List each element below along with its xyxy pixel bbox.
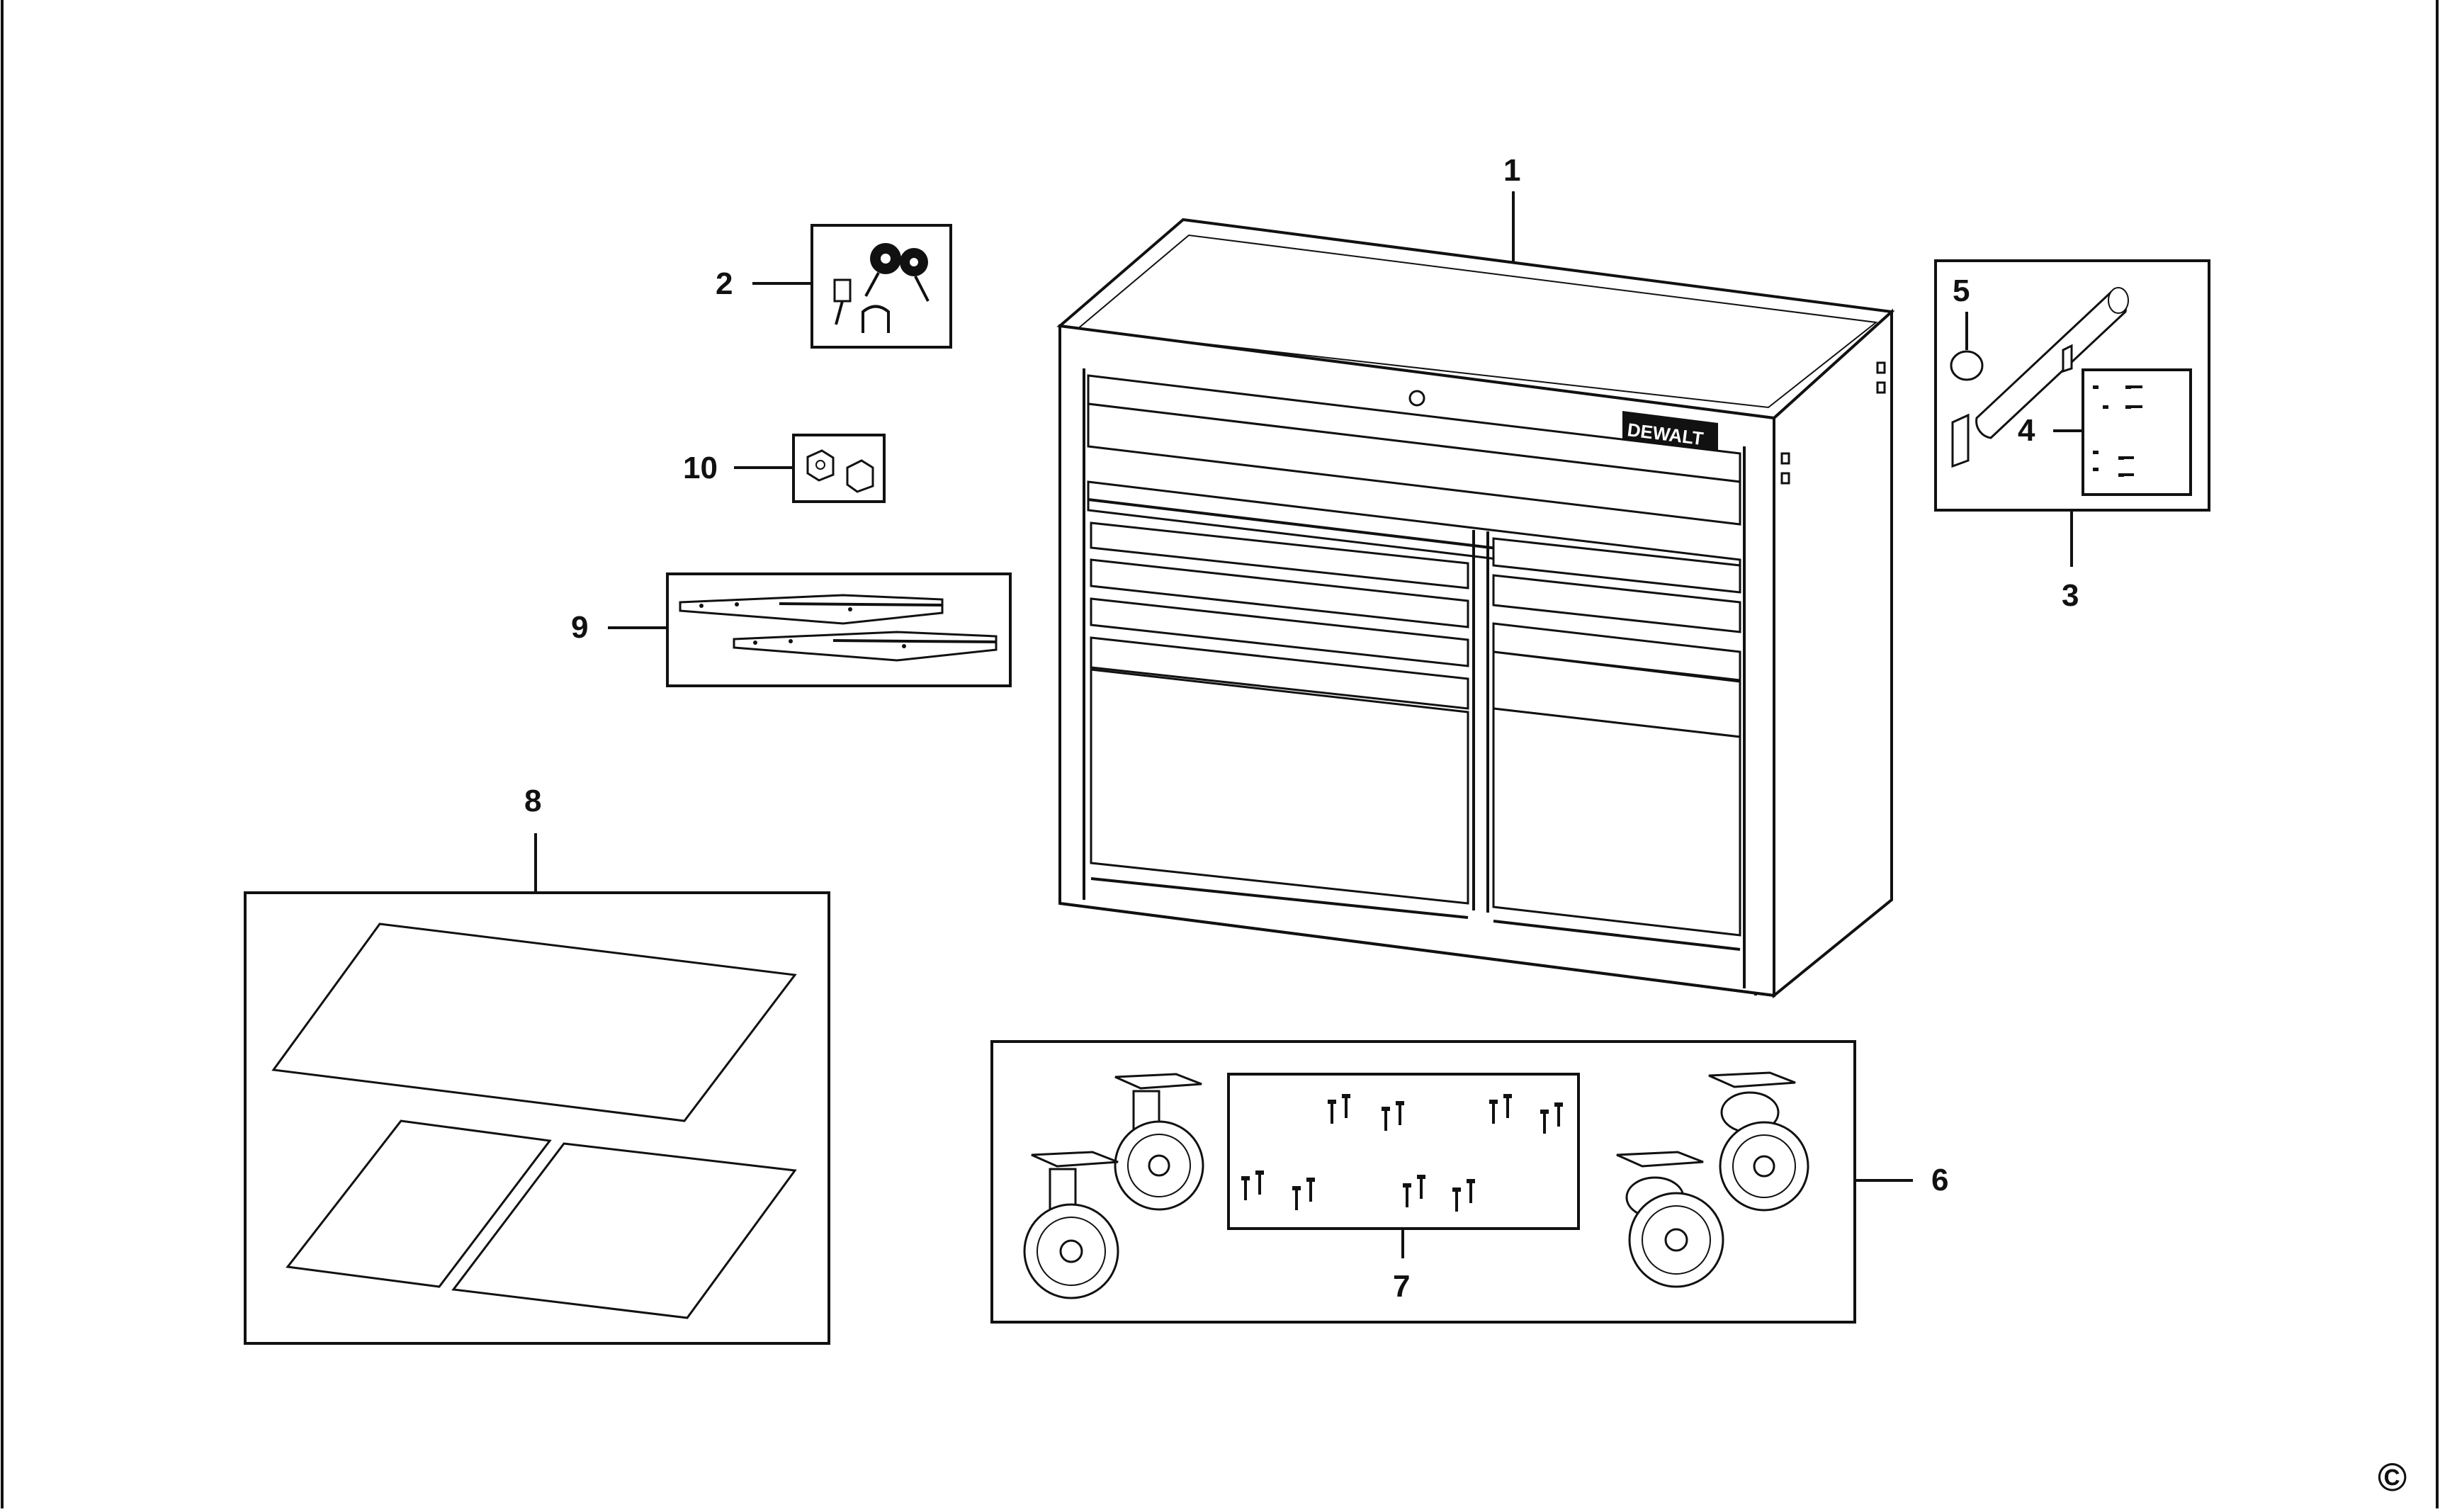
callout-label-6: 6 — [1931, 1163, 1948, 1197]
drawer-slides-icon[interactable] — [679, 594, 998, 662]
tool-chest-icon[interactable]: DEWALT — [1056, 218, 1895, 999]
handle-end-cap-icon[interactable] — [1950, 350, 1984, 381]
drawer-liners-icon[interactable] — [271, 923, 797, 1319]
callout-label-1: 1 — [1503, 153, 1520, 188]
callout-label-7: 7 — [1393, 1269, 1410, 1304]
part-4-box — [2082, 368, 2192, 496]
callout-label-9: 9 — [571, 610, 588, 645]
part-2-box — [810, 224, 952, 349]
callout-label-8: 8 — [524, 784, 541, 818]
part-7-box — [1227, 1073, 1580, 1230]
callout-label-4: 4 — [2018, 413, 2035, 448]
handle-screws-icon[interactable] — [2093, 385, 2142, 477]
callout-label-2: 2 — [716, 266, 733, 301]
copyright-symbol: © — [2378, 1455, 2407, 1499]
side-handle-kit-icon[interactable] — [1951, 287, 2129, 468]
caster-bolts-icon[interactable] — [1241, 1094, 1563, 1212]
callout-label-5: 5 — [1953, 273, 1970, 308]
drawer-bumpers-icon[interactable] — [806, 449, 874, 493]
lock-and-keys-icon[interactable] — [833, 243, 930, 333]
callout-label-10: 10 — [683, 451, 718, 485]
part-9-box — [666, 572, 1012, 687]
caster-kit-icon[interactable] — [1023, 1071, 1809, 1299]
callout-label-3: 3 — [2062, 578, 2079, 613]
